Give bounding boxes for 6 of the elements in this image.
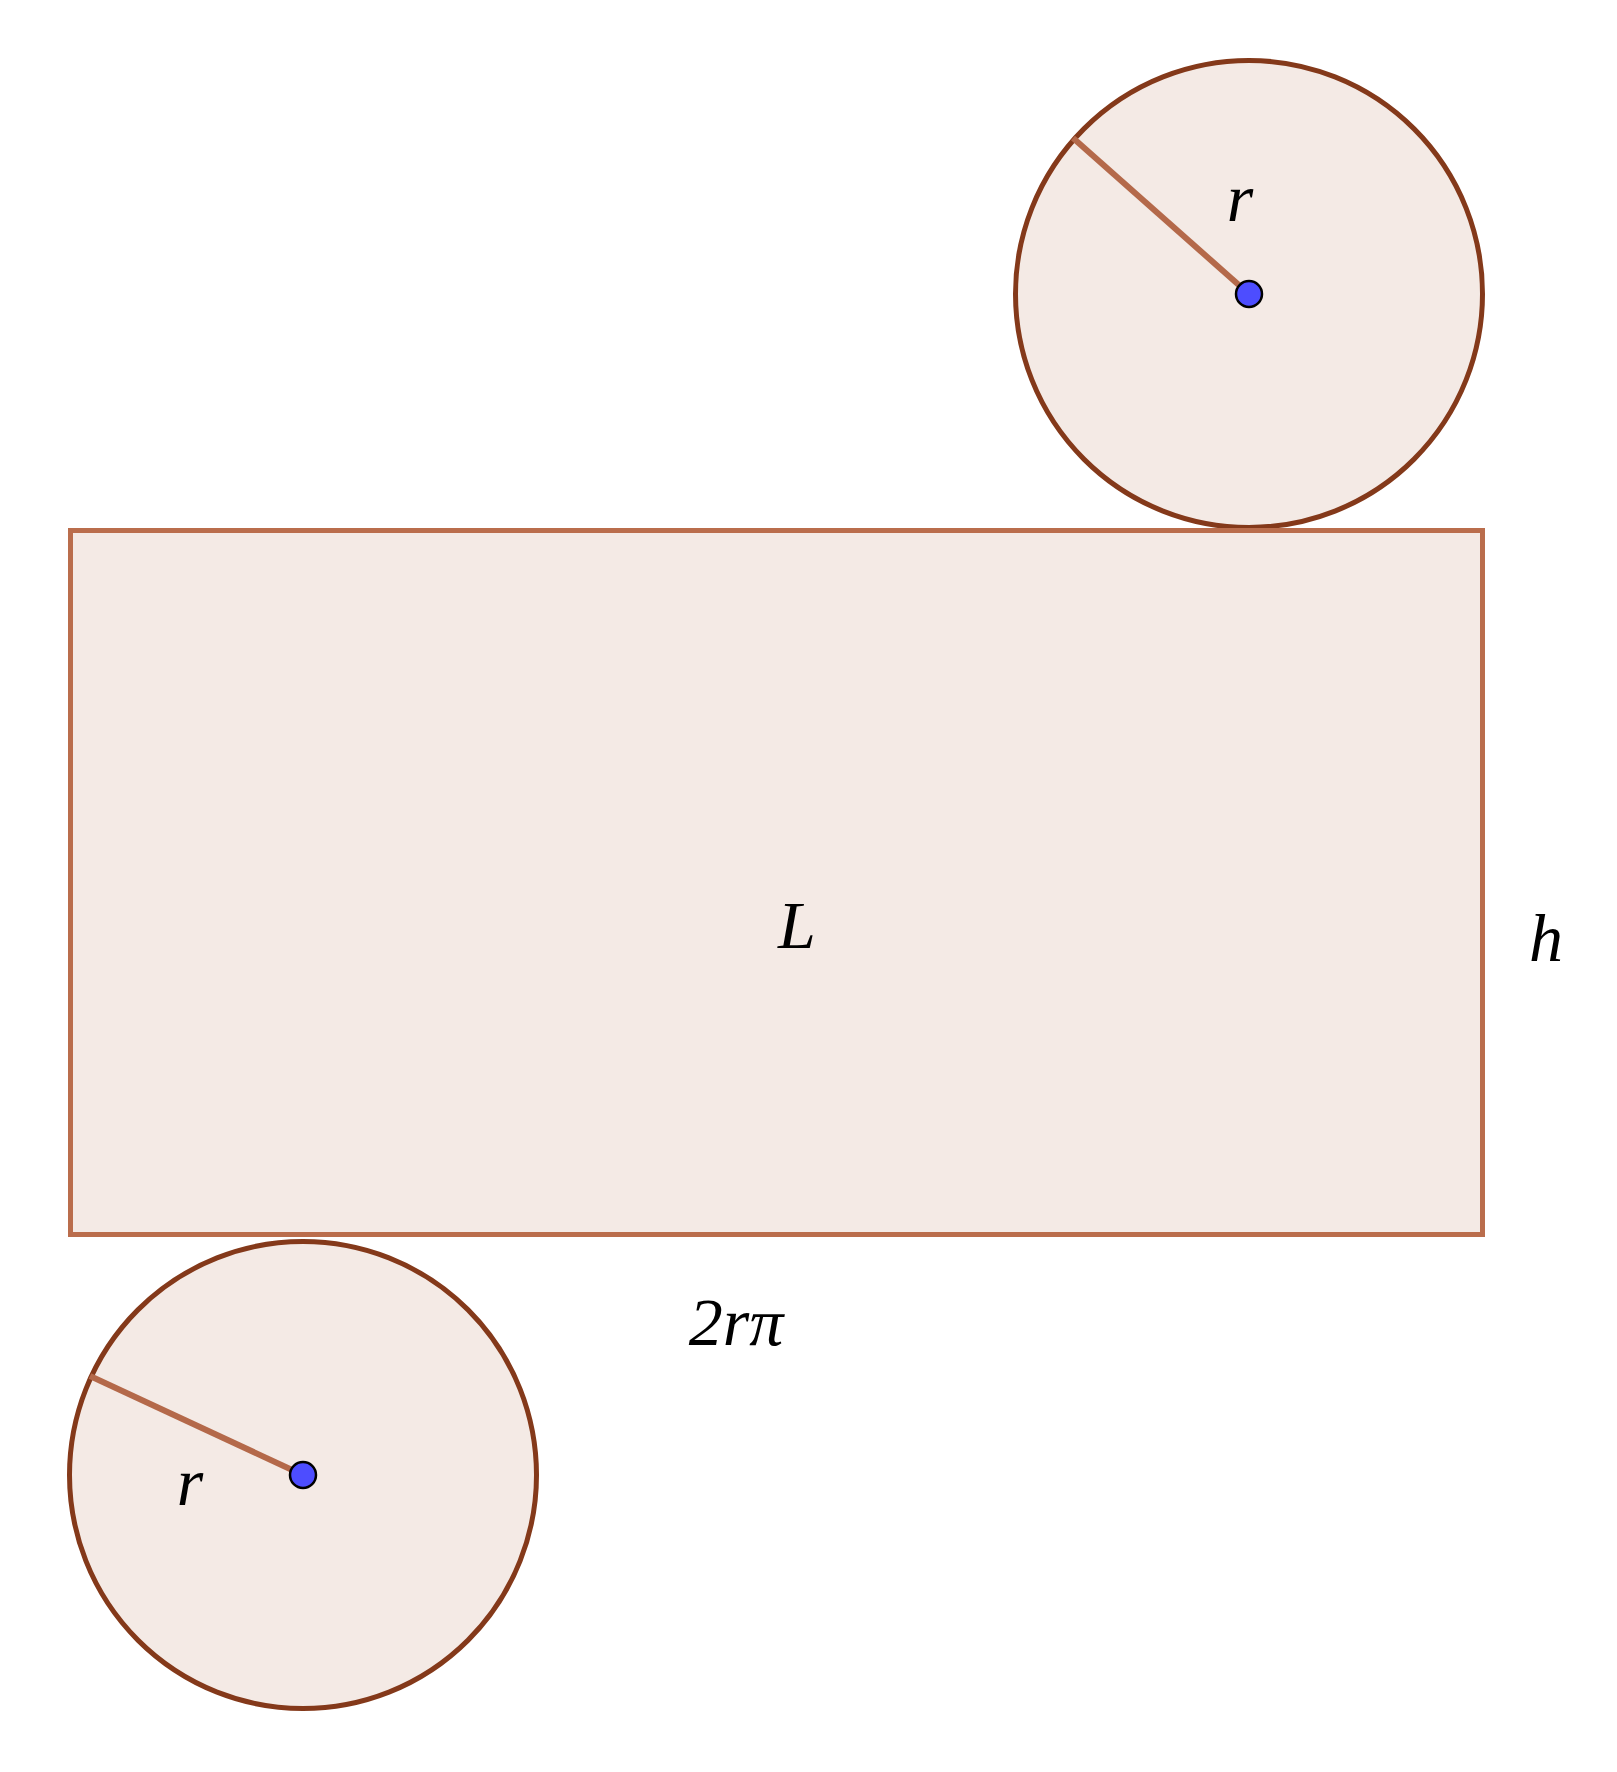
lateral-surface-rectangle	[68, 528, 1485, 1237]
area-label: L	[778, 891, 816, 959]
height-label: h	[1529, 904, 1563, 972]
length-label: 2rπ	[688, 1288, 784, 1356]
radius-label: r	[176, 1448, 204, 1516]
radius-label: r	[1226, 164, 1254, 232]
